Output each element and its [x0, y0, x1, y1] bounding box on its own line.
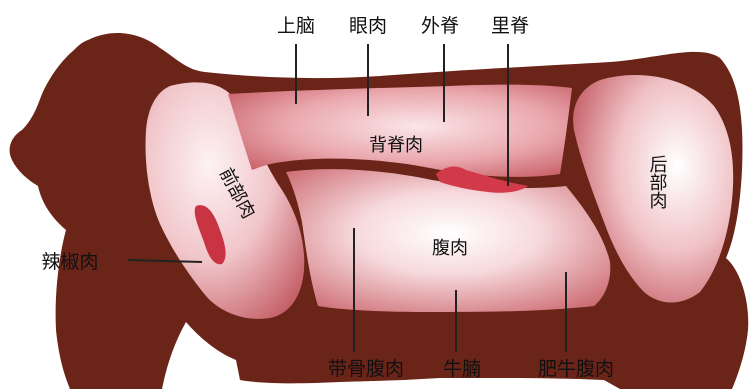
label-brisket: 牛腩	[443, 358, 481, 380]
label-striploin: 外脊	[421, 15, 459, 37]
label-back: 背脊肉	[369, 135, 423, 156]
label-tenderloin: 里脊	[491, 15, 529, 37]
label-eye-of-round: 眼肉	[349, 15, 387, 37]
label-rump: 后部肉	[647, 155, 668, 209]
label-fatty-belly: 肥牛腹肉	[538, 358, 614, 380]
label-upper-brisket: 上脑	[277, 15, 315, 37]
label-belly: 腹肉	[432, 238, 468, 259]
label-chili-meat: 辣椒肉	[41, 251, 98, 273]
label-short-rib: 带骨腹肉	[328, 358, 404, 380]
